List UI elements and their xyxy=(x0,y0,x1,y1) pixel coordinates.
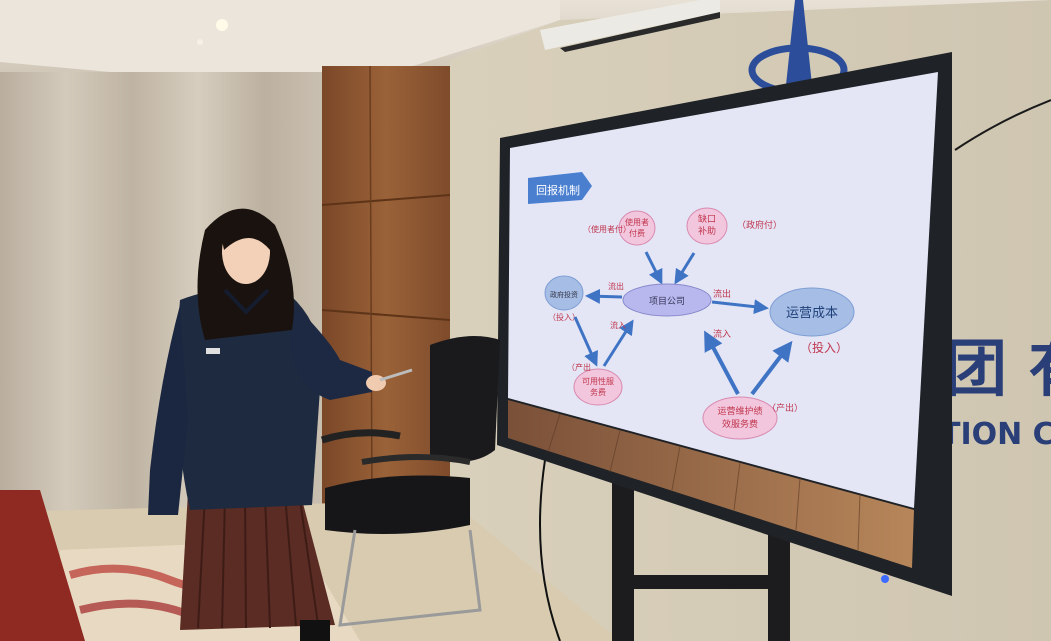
node-availability-fee xyxy=(573,368,623,406)
node-availability-fee-line1: 可用性服 xyxy=(582,376,614,386)
tag-gov-pays: （政府付） xyxy=(737,219,782,231)
flow-out-left: 流出 xyxy=(608,281,624,291)
node-om-fee-line2: 效服务费 xyxy=(722,418,758,430)
ceiling-light xyxy=(216,19,228,31)
slide-heading-bg xyxy=(528,172,592,204)
slide-heading: 回报机制 xyxy=(536,183,580,197)
wall-sign-line2: TION C xyxy=(940,417,1051,452)
node-operating-cost-label: 运营成本 xyxy=(786,306,838,321)
flow-in-right: 流入 xyxy=(713,328,731,340)
node-gov-invest-label: 政府投资 xyxy=(550,290,578,299)
node-user-pay-line1: 使用者 xyxy=(625,217,649,227)
tag-invest-left: （投入） xyxy=(548,312,580,322)
tag-output-right: （产出） xyxy=(767,402,803,414)
node-user-pay-line2: 付费 xyxy=(629,228,645,238)
desk xyxy=(0,490,85,641)
node-user-pay xyxy=(618,210,656,246)
air-conditioner xyxy=(540,0,720,50)
wall-sign-line1: 团 有 xyxy=(945,332,1051,405)
tag-user-pays: （使用者付） xyxy=(583,224,631,234)
node-availability-fee-line2: 务费 xyxy=(590,387,606,397)
slide-floor-strip xyxy=(508,400,914,568)
flow-out-right: 流出 xyxy=(713,288,731,300)
office-chair xyxy=(320,336,500,627)
tag-invest-right: （投入） xyxy=(800,340,848,355)
node-project-company xyxy=(622,283,712,317)
presenter xyxy=(148,208,413,641)
node-gap-subsidy xyxy=(686,207,728,245)
ceiling-edge xyxy=(0,0,560,92)
power-indicator xyxy=(881,575,889,583)
node-gap-subsidy-line2: 补助 xyxy=(698,225,716,237)
tag-output-left: （产出 xyxy=(567,362,591,372)
node-om-fee xyxy=(702,396,778,440)
node-operating-cost xyxy=(769,287,855,337)
flow-in-left: 流入 xyxy=(610,320,626,330)
node-gap-subsidy-line1: 缺口 xyxy=(698,213,716,225)
node-project-company-label: 项目公司 xyxy=(649,296,685,307)
stand-leg-left xyxy=(612,480,634,641)
node-gov-invest xyxy=(544,275,584,311)
ceiling-light-2 xyxy=(197,39,203,45)
node-om-fee-line1: 运营维护绩 xyxy=(717,405,762,417)
